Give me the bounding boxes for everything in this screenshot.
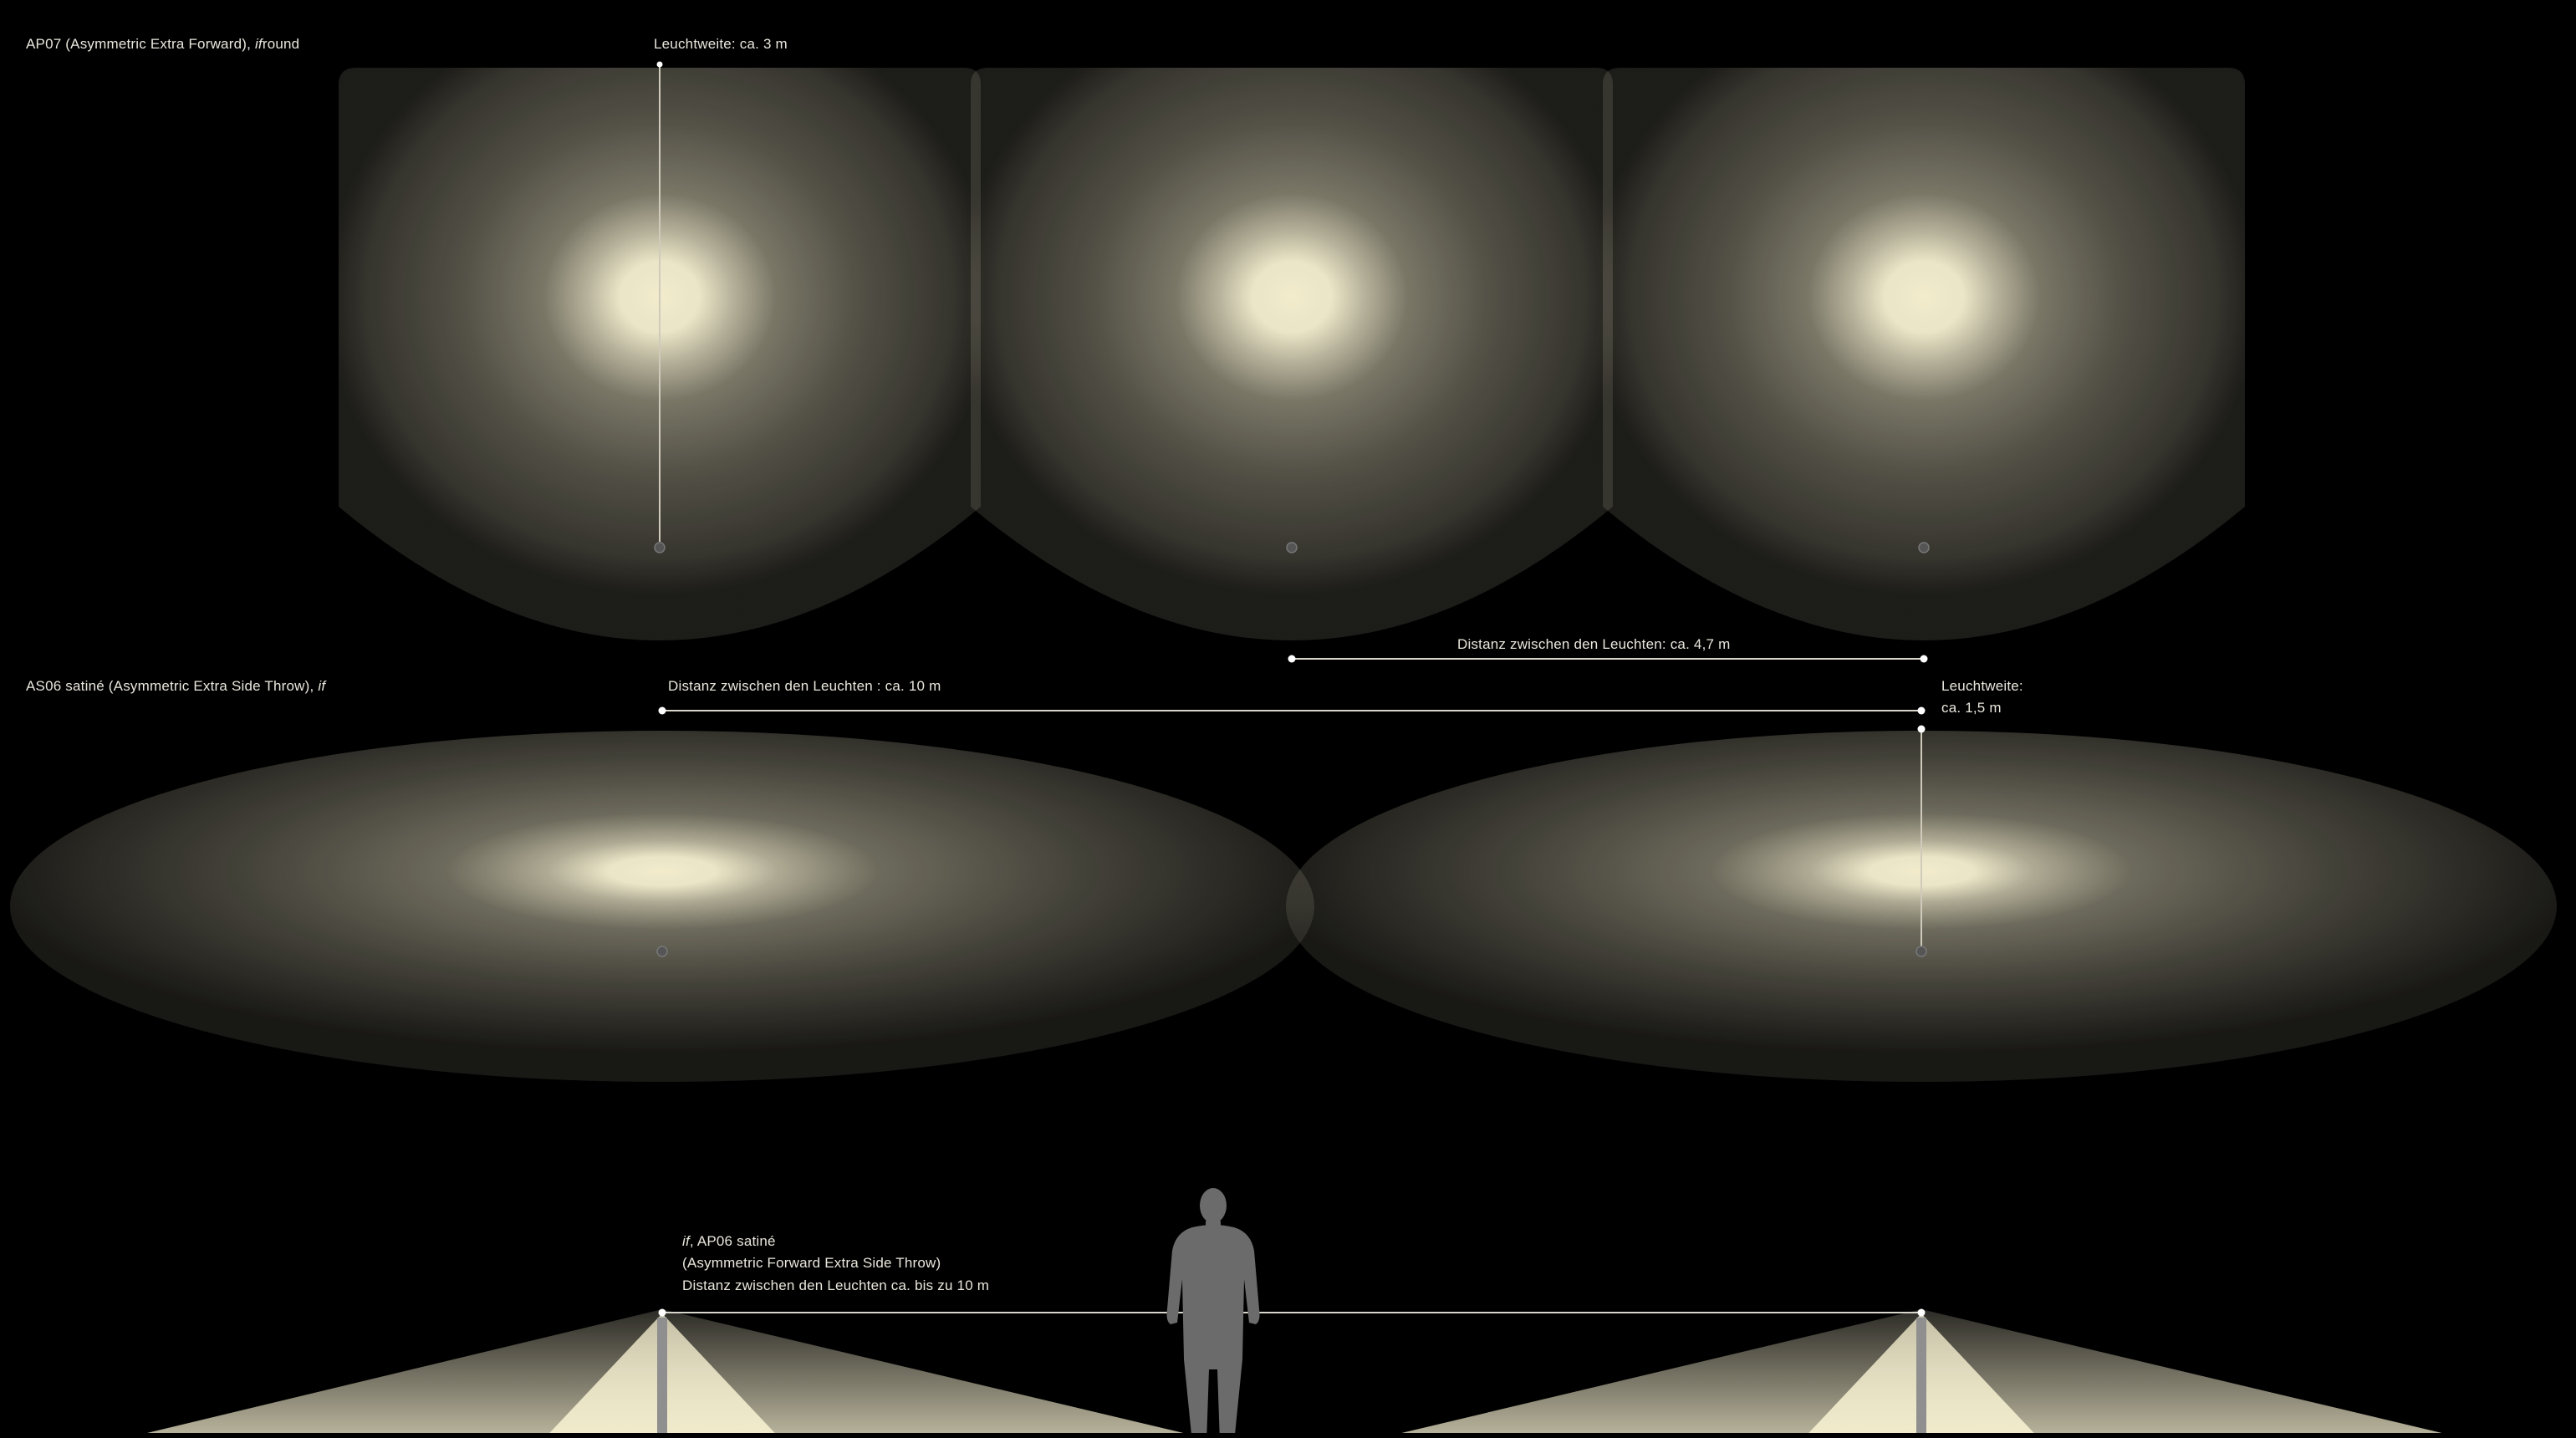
ap06-distance-label: Distanz zwischen den Leuchten ca. bis zu…: [682, 1277, 990, 1293]
luminaire-pole-icon: [1916, 1318, 1926, 1433]
as06-distance-endpoint-left: [658, 706, 666, 715]
ap06-distance-endpoint-right: [1917, 1308, 1926, 1317]
light-distribution-diagram: [5, 55, 2571, 1433]
person-silhouette-icon: [1166, 1188, 1260, 1433]
ap07-light-field: [5, 55, 2571, 657]
ap07-title-suffix: round: [262, 36, 300, 52]
lighting-diagram-canvas: AP07 (Asymmetric Extra Forward), ifround…: [5, 5, 2571, 1433]
ap07-title-prefix: AP07 (Asymmetric Extra Forward),: [26, 36, 255, 52]
as06-title-prefix: AS06 satiné (Asymmetric Extra Side Throw…: [26, 678, 319, 694]
luminaire-point-icon: [1915, 946, 1927, 957]
ap06-title-suffix: , AP06 satiné: [689, 1233, 776, 1249]
ap07-distance-endpoint-right: [1920, 655, 1928, 663]
ap06-title-italic: if: [682, 1233, 690, 1249]
as06-range-endpoint: [1917, 725, 1926, 733]
ap07-title-italic: if: [254, 36, 263, 52]
luminaire-pole-icon: [657, 1318, 667, 1433]
ap06-title: if, AP06 satiné: [682, 1231, 776, 1252]
ap07-distance-label: Distanz zwischen den Leuchten: ca. 4,7 m: [1457, 636, 1731, 652]
luminaire-point-icon: [656, 946, 668, 957]
ap07-range-label: Leuchtweite: ca. 3 m: [654, 36, 788, 52]
luminaire-point-icon: [654, 542, 666, 553]
as06-title: AS06 satiné (Asymmetric Extra Side Throw…: [26, 676, 325, 697]
luminaire-point-icon: [1286, 542, 1298, 553]
as06-distance-label: Distanz zwischen den Leuchten : ca. 10 m: [668, 678, 941, 694]
ap06-subtitle: (Asymmetric Forward Extra Side Throw): [682, 1255, 941, 1271]
as06-range-label-line2: ca. 1,5 m: [1941, 700, 2002, 716]
as06-title-italic: if: [318, 678, 326, 694]
ap07-title: AP07 (Asymmetric Extra Forward), ifround: [26, 33, 299, 55]
ap07-distance-endpoint-left: [1288, 655, 1296, 663]
ap06-floor-light-field: [5, 1293, 2571, 1433]
as06-range-label-line1: Leuchtweite:: [1941, 678, 2023, 694]
ap07-range-endpoint: [656, 61, 663, 68]
luminaire-point-icon: [1918, 542, 1930, 553]
ap06-distance-endpoint-left: [658, 1308, 666, 1317]
as06-light-field: [5, 724, 2571, 1092]
as06-distance-endpoint-right: [1917, 706, 1926, 715]
